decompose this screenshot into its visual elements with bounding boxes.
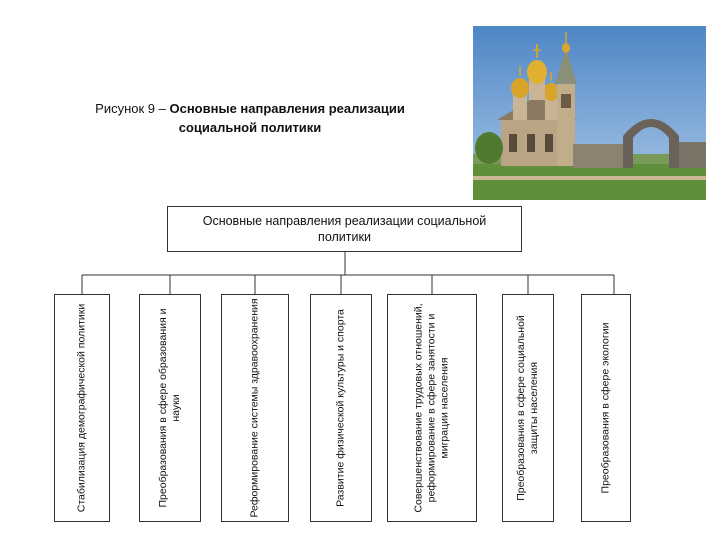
child-node-social-protection: Преобразования в сфере социальной защиты… (502, 294, 554, 522)
cathedral-photo (473, 26, 706, 200)
child-node-label: Преобразования в сфере социальной защиты… (515, 315, 540, 501)
caption-title-line2: социальной политики (178, 120, 322, 135)
child-node-label: Преобразования в сфере экологии (599, 322, 612, 494)
child-node-education: Преобразования в сфере образования и нау… (139, 294, 201, 522)
child-node-label: Преобразования в сфере образования и нау… (157, 308, 182, 508)
child-node-label: Совершенствование трудовых отношений, ре… (412, 303, 451, 513)
caption-title-line1: Основные направления реализации (169, 101, 405, 116)
figure-caption: Рисунок 9 – Основные направления реализа… (60, 99, 440, 137)
child-node-healthcare: Реформирование системы здравоохранения (221, 294, 289, 522)
root-node: Основные направления реализации социальн… (167, 206, 522, 252)
child-node-ecology: Преобразования в сфере экологии (581, 294, 631, 522)
child-node-demography: Стабилизация демографической политики (54, 294, 110, 522)
child-node-label: Стабилизация демографической политики (75, 303, 88, 513)
child-node-label: Развитие физической культуры и спорта (334, 309, 347, 507)
caption-prefix: Рисунок 9 – (95, 101, 170, 116)
child-node-sport: Развитие физической культуры и спорта (310, 294, 372, 522)
cathedral-illustration (473, 26, 706, 200)
child-node-labour: Совершенствование трудовых отношений, ре… (387, 294, 477, 522)
child-node-label: Реформирование системы здравоохранения (248, 298, 261, 518)
root-node-label: Основные направления реализации социальн… (202, 214, 487, 244)
